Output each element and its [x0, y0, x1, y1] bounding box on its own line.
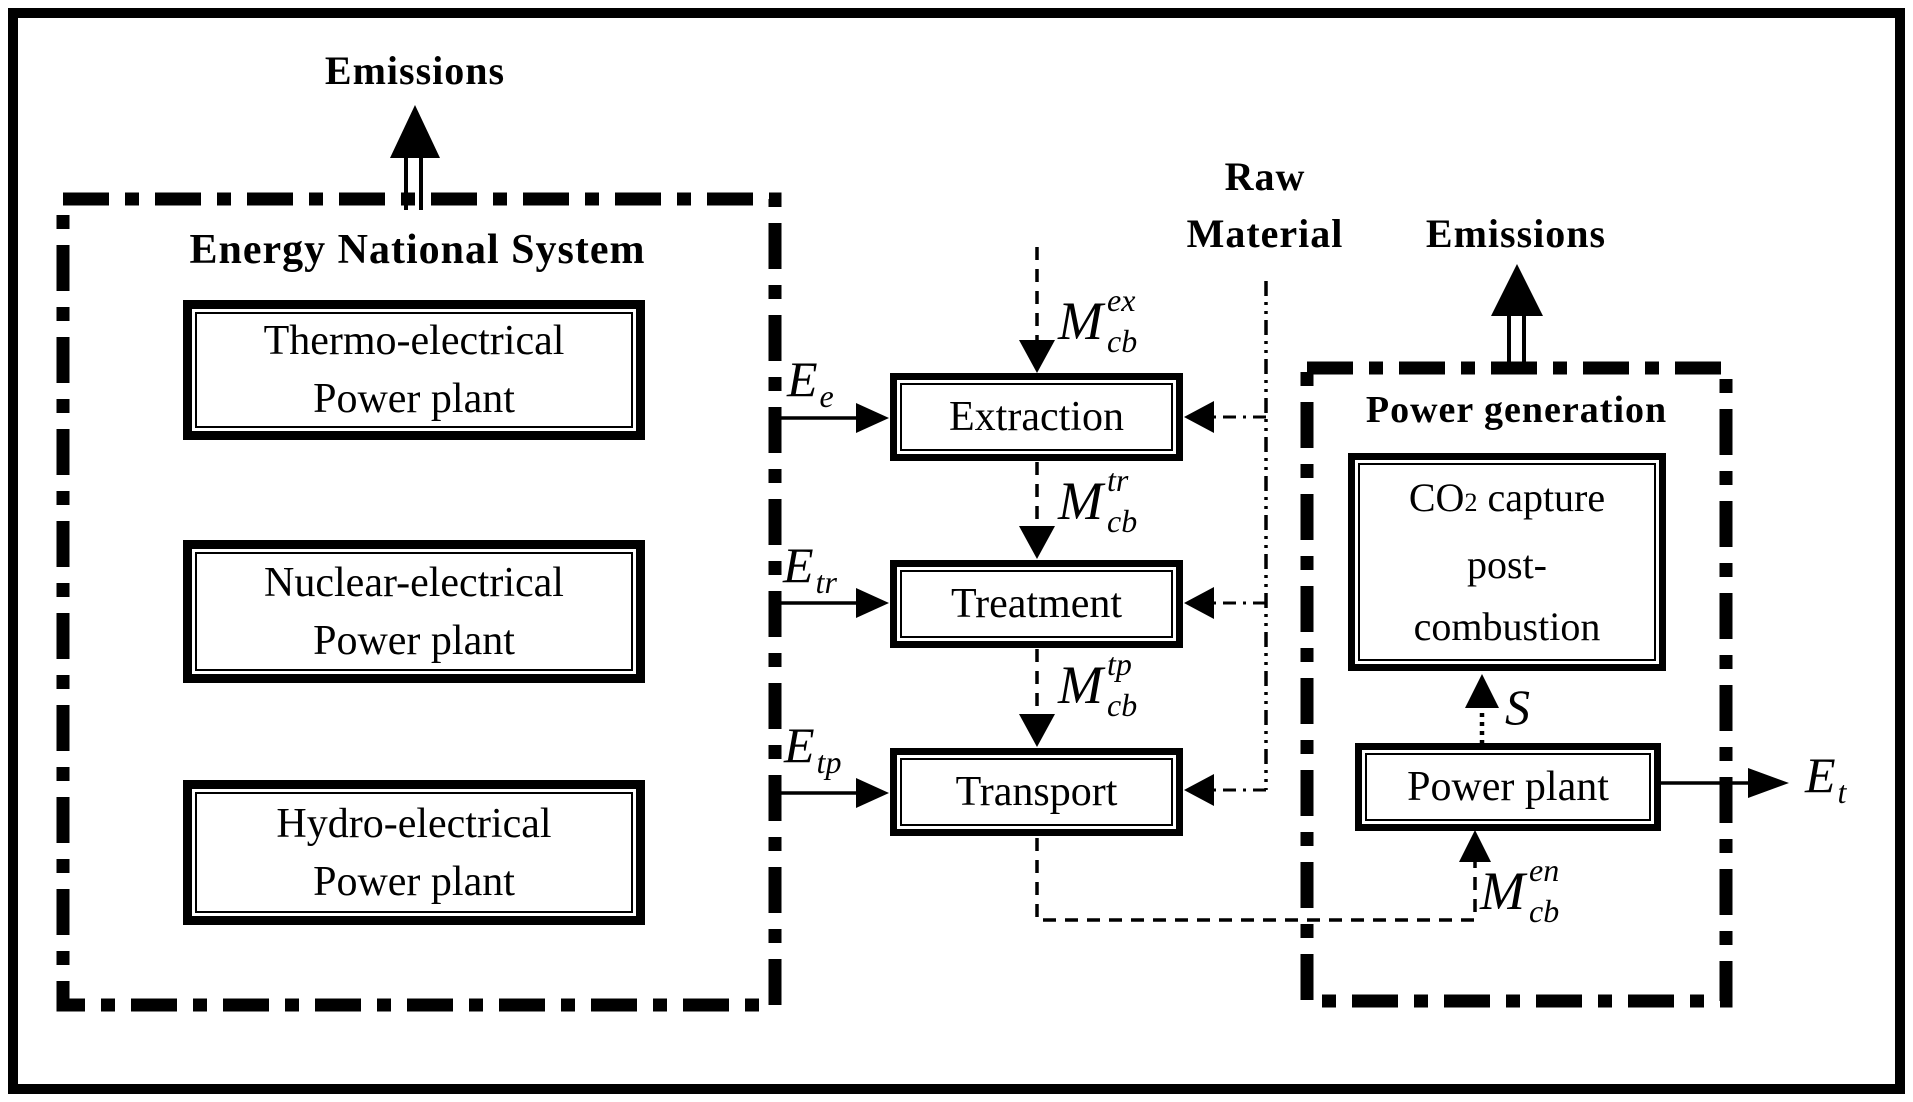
s-dotted-arrow	[1465, 674, 1499, 744]
energy-national-system-title: Energy National System	[189, 227, 646, 273]
m-cb-tr-label: M tr cb	[1058, 462, 1138, 539]
hydro-electrical-plant-box: Hydro-electrical Power plant	[183, 780, 645, 925]
e-tr-label: E tr	[783, 537, 837, 600]
raw-material-to-transport-side-arrow	[1184, 774, 1266, 806]
e-e-label: E e	[787, 351, 834, 414]
transport-box: Transport	[890, 748, 1183, 836]
ee-arrow	[770, 403, 889, 433]
treatment-to-transport-dashed-arrow	[1019, 649, 1055, 747]
outer-border	[8, 8, 1905, 1094]
power-generation-title: Power generation	[1365, 389, 1668, 431]
raw-material-to-extraction-dashed-arrow	[1019, 247, 1055, 373]
transport-to-power-plant-dashed-arrow	[1035, 830, 1491, 922]
e-tp-label: E tp	[784, 717, 842, 780]
emissions-right-arrow-icon	[1491, 264, 1543, 372]
e-t-label: E t	[1805, 747, 1847, 810]
raw-material-to-extraction-side-arrow	[1184, 401, 1266, 433]
et-arrow	[1661, 768, 1789, 798]
treatment-box: Treatment	[890, 560, 1183, 648]
raw-material-to-treatment-side-arrow	[1184, 587, 1266, 619]
m-cb-tp-label: M tp cb	[1058, 646, 1138, 723]
m-cb-en-label: M en cb	[1480, 852, 1560, 929]
power-plant-box: Power plant	[1355, 743, 1661, 831]
m-cb-ex-label: M ex cb	[1058, 282, 1138, 359]
power-generation-dashed-frame	[1300, 361, 1733, 1008]
s-label: S	[1505, 679, 1530, 735]
extraction-box: Extraction	[890, 373, 1183, 461]
emissions-right-label: Emissions	[1425, 211, 1607, 256]
emissions-left-label: Emissions	[324, 48, 506, 93]
co2-capture-box: CO2 capture post- combustion	[1348, 453, 1666, 671]
emissions-left-arrow-icon	[390, 105, 440, 210]
raw-material-label: Raw Material	[1186, 154, 1344, 256]
extraction-to-treatment-dashed-arrow	[1019, 462, 1055, 559]
nuclear-electrical-plant-box: Nuclear-electrical Power plant	[183, 540, 645, 683]
etp-arrow	[772, 778, 889, 808]
etr-arrow	[772, 588, 889, 618]
thermo-electrical-plant-box: Thermo-electrical Power plant	[183, 300, 645, 440]
